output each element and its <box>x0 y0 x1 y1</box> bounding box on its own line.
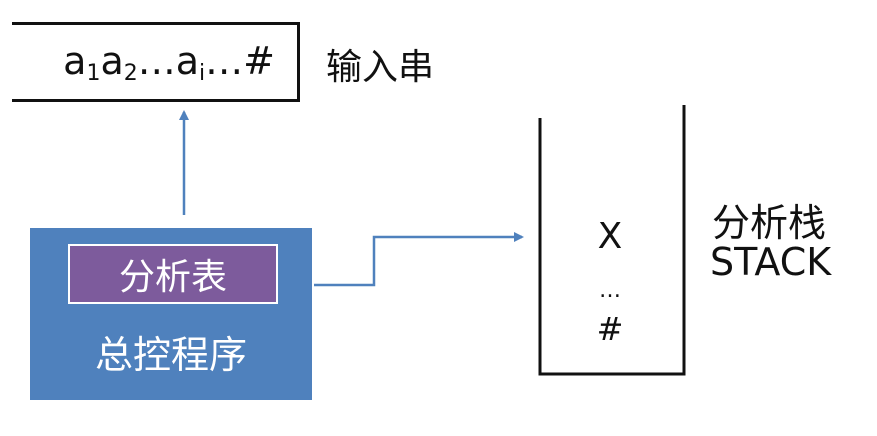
arrow-to-stack <box>314 232 524 287</box>
stack-label-chinese: 分析栈 <box>712 201 827 245</box>
control-program-block: 分析表 总控程序 <box>30 228 312 400</box>
stack-label-english: STACK <box>710 240 832 284</box>
stack-ellipsis: … <box>599 278 621 303</box>
input-string-box: a1a2…ai…# <box>12 22 300 102</box>
input-string-label: 输入串 <box>326 47 435 88</box>
stack-bottom-symbol: # <box>596 310 624 348</box>
parse-table-box: 分析表 <box>68 244 278 304</box>
stack-top-symbol: X <box>597 216 623 257</box>
parse-table-label: 分析表 <box>118 257 227 298</box>
stack-container <box>538 105 686 376</box>
control-program-label: 总控程序 <box>94 333 247 377</box>
input-string-text: a1a2…ai…# <box>63 38 275 86</box>
